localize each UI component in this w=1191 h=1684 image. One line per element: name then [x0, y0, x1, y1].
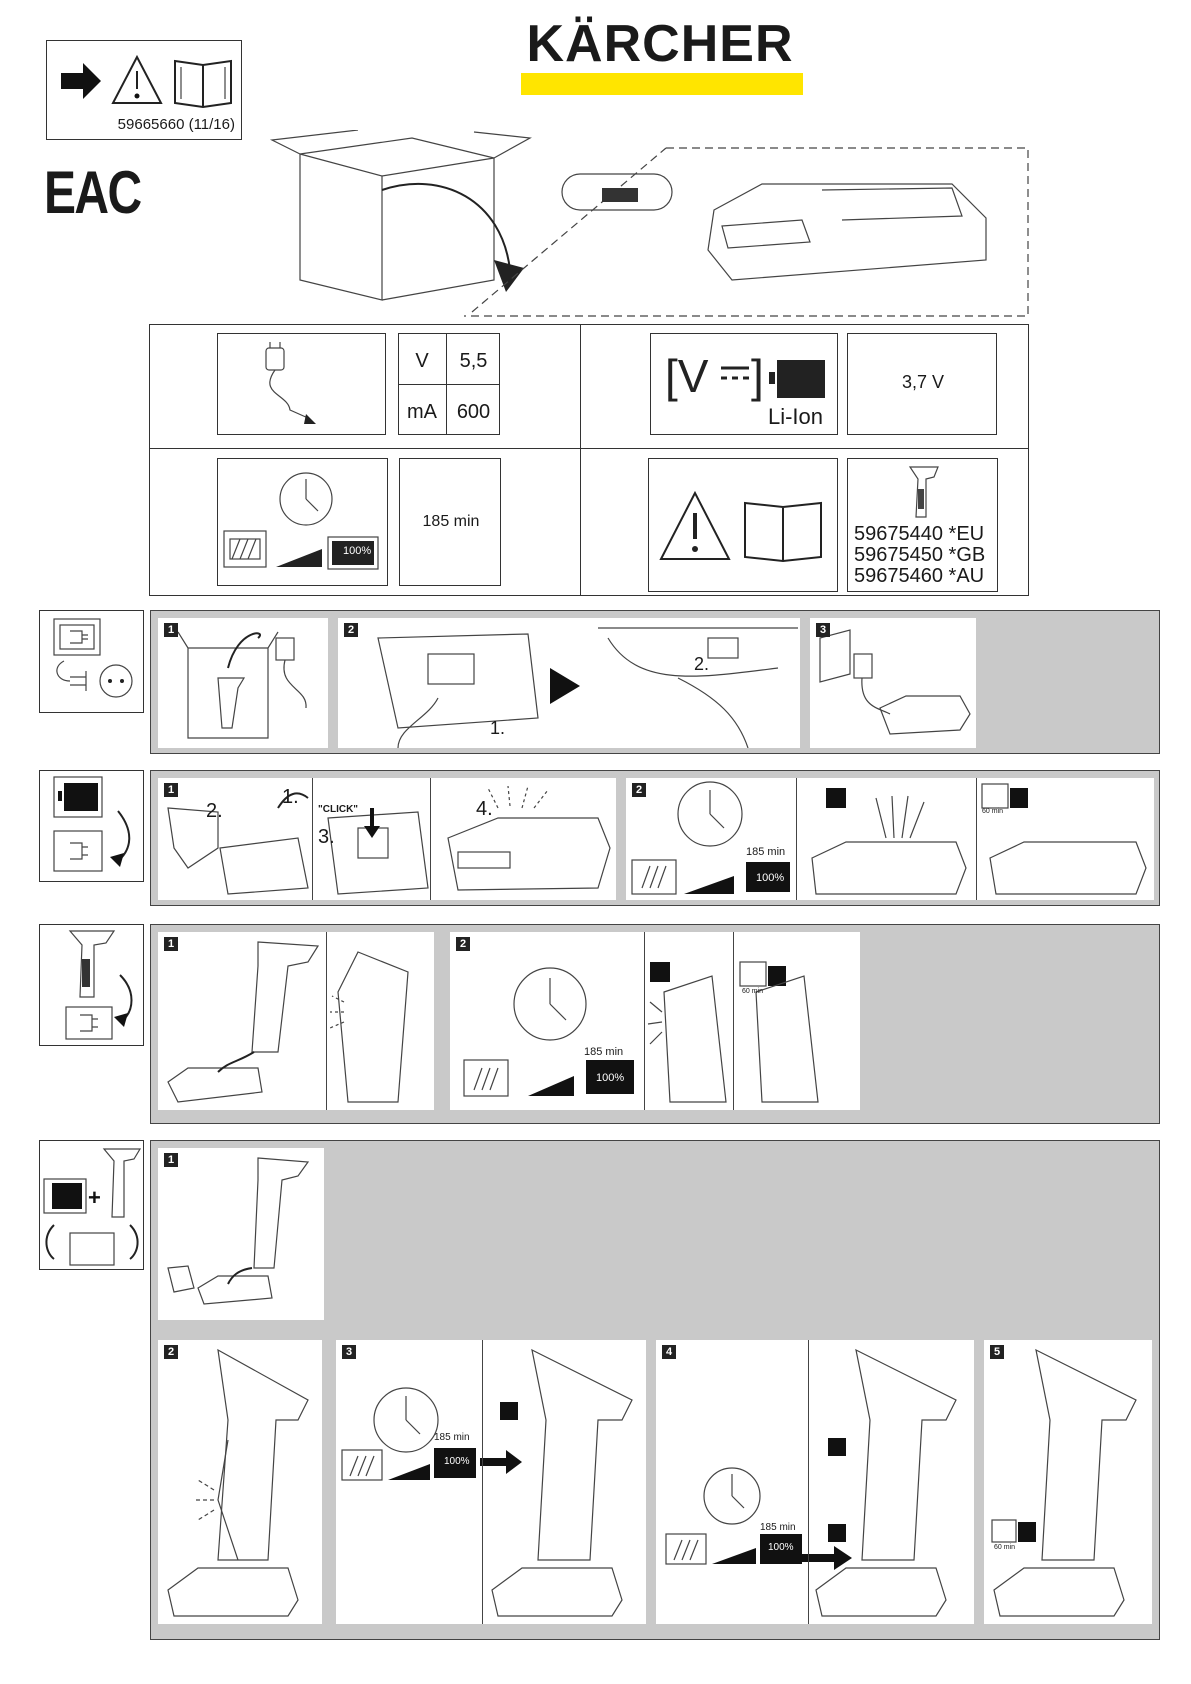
sixty-min-label: 60 min [982, 808, 1004, 815]
step-c1: 1 [158, 932, 434, 1110]
svg-text:]: ] [751, 350, 764, 402]
step-d3: 3 185 min 100% [336, 1340, 646, 1624]
plug-socket-icon [53, 618, 133, 698]
battery-type-box: [V ] Li-Ion [650, 333, 838, 435]
step-a2: 2 1. 2. [338, 618, 800, 748]
current-value: 600 [456, 401, 491, 423]
battery-chemistry: Li-Ion [767, 404, 823, 429]
step-number: 4 [662, 1345, 676, 1359]
charge-time-label: 185 min [746, 846, 786, 858]
substep-label-4: 4. [476, 798, 493, 820]
step-number: 1 [164, 1153, 178, 1167]
window-vac-icon [908, 466, 939, 518]
substep-label-3: 3. [318, 826, 335, 848]
substep-label-1: 1. [490, 718, 506, 738]
step-number: 3 [342, 1345, 356, 1359]
voltage-value: 5,5 [459, 350, 488, 372]
voltage-unit: V [415, 350, 429, 372]
part-number-gb: 59675450 *GB [854, 544, 986, 566]
step-number: 2 [632, 783, 646, 797]
charge-time-label: 185 min [760, 1522, 796, 1533]
full-charge-label: 100% [756, 872, 785, 884]
step-a3: 3 [810, 618, 976, 748]
full-charge-label: 100% [343, 545, 372, 557]
standby-illustration [991, 1348, 1137, 1617]
charge-time-label: 185 min [584, 1046, 624, 1058]
section-c-icon [39, 924, 144, 1046]
step-number: 1 [164, 937, 178, 951]
charge-time-label: 185 min [434, 1432, 470, 1443]
step-c2: 2 185 min 100% 60 min [450, 932, 860, 1110]
route-cable-illustration [377, 627, 798, 748]
unboxing-illustration [269, 130, 1029, 317]
safety-notice-box: 59665660 (11/16) [46, 40, 242, 140]
step-number: 2 [164, 1345, 178, 1359]
manual-warning-box [648, 458, 838, 592]
substep-label-1: 1. [282, 786, 299, 808]
charge-time-icon-box: 100% [217, 458, 388, 586]
device-to-base-icon [65, 930, 133, 1040]
document-number: 59665660 (11/16) [117, 116, 235, 133]
step-d4: 4 185 min 100% [656, 1340, 974, 1624]
step-number: 1 [164, 623, 178, 637]
unbox-adapter-illustration [177, 631, 307, 739]
charge-time-box: 185 min [399, 458, 501, 586]
section-b-icon [39, 770, 144, 882]
charge-complete-illustration [665, 1348, 957, 1617]
section-d-icon: + [39, 1140, 144, 1270]
substep-label-2: 2. [694, 654, 710, 674]
svg-text:+: + [88, 1185, 101, 1210]
step-d2: 2 [158, 1340, 322, 1624]
charging-status-illustration [631, 781, 1147, 895]
sixty-min-label: 60 min [742, 988, 764, 995]
brand-stripe [521, 73, 803, 95]
insert-battery-illustration [167, 785, 611, 895]
place-device-illustration [167, 941, 409, 1103]
step-a1: 1 [158, 618, 328, 748]
battery-voltage: 3,7 V [901, 372, 945, 392]
full-charge-label: 100% [444, 1456, 470, 1467]
step-number: 2 [344, 623, 358, 637]
section-a-icon [39, 610, 144, 713]
device-charging-status-illustration [463, 961, 819, 1103]
battery-voltage-box: 3,7 V [847, 333, 997, 435]
full-charge-label: 100% [768, 1542, 794, 1553]
power-adapter-icon [265, 342, 316, 424]
charge-time: 185 min [422, 513, 480, 530]
warning-manual-icon [659, 490, 822, 563]
step-number: 5 [990, 1345, 1004, 1359]
battery-to-base-icon [53, 776, 131, 872]
battery-and-device-to-base-icon: + [43, 1148, 142, 1266]
click-sound-label: "CLICK" [318, 804, 359, 815]
read-manual-warning-icon [61, 54, 232, 109]
step-b1: 1 2. 1. "CLICK" 3. 4. [158, 778, 616, 900]
step-number: 1 [164, 783, 178, 797]
power-adapter-box [217, 333, 386, 435]
step-b2: 2 185 min 100% 60 min [626, 778, 1154, 900]
part-numbers-box: 59675440 *EU 59675450 *GB 59675460 *AU [847, 458, 998, 592]
step-number: 2 [456, 937, 470, 951]
charging-clock-icon [223, 472, 379, 570]
device-on-base-illustration [167, 1348, 309, 1617]
substep-label-2: 2. [206, 800, 223, 822]
step-d5: 5 60 min [984, 1340, 1152, 1624]
insert-battery-place-device-illustration [167, 1157, 310, 1305]
plug-in-illustration [819, 629, 971, 735]
brand-logo: KÄRCHER [526, 15, 794, 73]
part-number-eu: 59675440 *EU [854, 523, 985, 545]
charging-indicator-illustration [341, 1348, 633, 1617]
current-unit: mA [407, 401, 437, 423]
step-number: 3 [816, 623, 830, 637]
step-d1: 1 [158, 1148, 324, 1320]
dc-battery-icon: [V ] [665, 350, 825, 402]
svg-text:[V: [V [665, 350, 709, 402]
sixty-min-label: 60 min [994, 1544, 1016, 1551]
full-charge-label: 100% [596, 1072, 625, 1084]
eac-certification-mark: EAC [44, 159, 142, 226]
part-number-au: 59675460 *AU [854, 565, 985, 587]
